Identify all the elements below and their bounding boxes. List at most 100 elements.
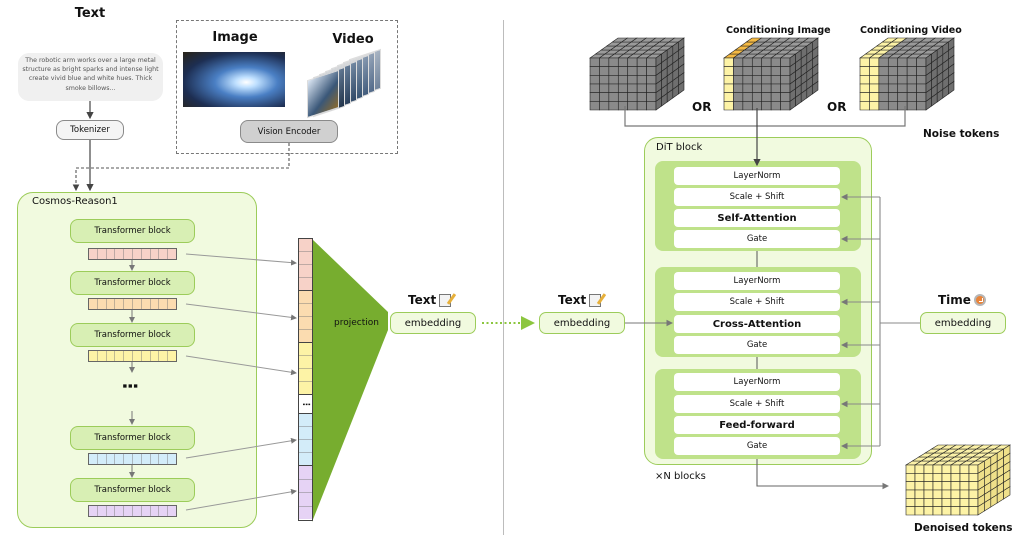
denoised-cube-cell: [996, 473, 1004, 487]
or-label-2: OR: [827, 100, 847, 114]
conditioning-video-cube-cell: [931, 66, 938, 81]
conditioning-video-cube-cell: [906, 92, 917, 102]
time-embedding-box: embedding: [920, 312, 1006, 334]
noise-cube-cell: [598, 53, 616, 59]
conditioning-video-cube-cell: [936, 45, 944, 60]
conditioning-image-cube-cell: [770, 92, 781, 102]
noise-cube-cell: [613, 49, 631, 55]
hidden-state-tokens: [88, 248, 177, 260]
dit-block-title: DiT block: [656, 142, 703, 153]
token-cell: [159, 351, 169, 361]
conditioning-image-cube-cell: [723, 101, 734, 111]
conditioning-image-cube-cell: [732, 53, 750, 59]
conditioning-video-cube-cell: [906, 53, 924, 59]
noise-cube-cell: [678, 72, 685, 86]
denoised-cube-cell: [923, 473, 934, 482]
denoised-cube-cell: [905, 473, 916, 482]
conditioning-video-cube-cell: [894, 41, 912, 47]
token-cell: [142, 249, 151, 259]
token-cell: [159, 249, 169, 259]
denoised-cube-cell: [984, 489, 992, 504]
conditioning-image-cube-cell: [771, 45, 789, 51]
noise-cube-cell: [599, 83, 610, 93]
token-cell: [98, 506, 107, 516]
noise-cube-cell: [589, 66, 600, 76]
conditioning-image-cube-cell: [770, 101, 781, 111]
denoised-cube-cell: [996, 465, 1004, 479]
noise-cube-cell: [661, 75, 668, 90]
conditioning-image-cube-cell: [733, 83, 744, 93]
denoised-cube-cell: [990, 452, 998, 466]
conditioning-video-cube-cell: [897, 101, 908, 111]
conditioning-video-cube-cell: [948, 63, 955, 78]
conditioning-video-cube-cell: [916, 57, 927, 67]
conditioning-video-cube-cell: [887, 92, 899, 102]
denoised-cube-cell: [914, 506, 925, 516]
conditioning-video-cube-cell: [864, 49, 882, 55]
denoised-cube-cell: [932, 498, 943, 507]
conditioning-image-cube-cell: [758, 41, 776, 47]
conditioning-image-cube-cell: [790, 45, 808, 51]
conditioning-video-cube-cell: [869, 66, 880, 76]
conditioning-video-cube-cell: [916, 83, 927, 93]
conditioning-image-cube-cell: [733, 75, 744, 85]
noise-cube-cell: [678, 80, 685, 95]
conditioning-image-cube-cell: [742, 75, 753, 85]
noise-cube-cell: [655, 53, 662, 68]
token-cell: [133, 299, 142, 309]
conditioning-image-cube-cell: [734, 45, 752, 51]
text-embedding-heading-left: Text: [408, 293, 452, 307]
conditioning-video-cube-cell: [916, 92, 927, 102]
conditioning-image-cube-cell: [745, 37, 763, 43]
conditioning-image-cube-cell: [751, 53, 769, 59]
denoised-cube-cell: [905, 464, 916, 474]
denoised-cube-cell: [977, 477, 985, 491]
noise-cube-cell: [589, 83, 600, 93]
text-embedding-box-left: embedding: [390, 312, 476, 334]
stack-segment: [299, 466, 312, 519]
conditioning-image-cube-cell: [743, 45, 761, 51]
noise-cube-cell: [630, 37, 648, 43]
denoised-cube-cell: [959, 464, 970, 474]
conditioning-video-cube-cell: [942, 67, 949, 82]
text-embedding-heading-right: Text: [558, 293, 602, 307]
noise-cube-cell: [627, 83, 638, 93]
denoised-cube-cell: [968, 481, 979, 491]
conditioning-image-cube-cell: [723, 83, 734, 93]
conditioning-video-cube-cell: [913, 41, 931, 47]
conditioning-video-cube-cell: [925, 70, 932, 85]
denoised-cube-cell: [965, 456, 983, 462]
scale-shift-layer: Scale + Shift: [674, 395, 840, 413]
token-cell: [107, 351, 116, 361]
denoised-cube-cell: [968, 498, 979, 507]
conditioning-image-cube-cell: [753, 45, 771, 51]
denoised-cube-cell: [953, 452, 972, 458]
denoised-cube-cell: [914, 481, 925, 491]
conditioning-image-cube-cell: [773, 37, 791, 43]
noise-cube-cell: [672, 41, 679, 56]
conditioning-image-cube-cell: [800, 54, 808, 68]
token-cell: [89, 351, 98, 361]
noise-cube-cell: [619, 45, 637, 51]
denoised-cube-cell: [939, 444, 958, 450]
noise-cube-cell: [661, 92, 668, 107]
denoised-cube-cell: [967, 460, 986, 466]
noise-cube-cell: [617, 75, 629, 85]
token-cell: [168, 454, 176, 464]
denoised-cube-cell: [911, 456, 929, 462]
denoised-cube-cell: [905, 506, 916, 516]
denoised-cube-cell: [974, 456, 992, 462]
denoised-cube-cell: [905, 481, 916, 491]
denoised-cube-cell: [941, 498, 952, 507]
noise-cube-cell: [600, 45, 618, 51]
noise-cube-cell: [641, 49, 659, 55]
noise-cube-cell: [646, 57, 657, 67]
stack-segment: [299, 414, 312, 466]
conditioning-image-cube-cell: [751, 101, 763, 111]
transformer-block: Transformer block: [70, 219, 195, 243]
denoised-cube-cell: [990, 477, 998, 491]
noise-tokens-caption: Noise tokens: [923, 128, 1000, 140]
conditioning-image-cube-cell: [783, 37, 801, 43]
denoised-cube-cell: [932, 489, 943, 499]
denoised-cube-cell: [996, 490, 1004, 504]
